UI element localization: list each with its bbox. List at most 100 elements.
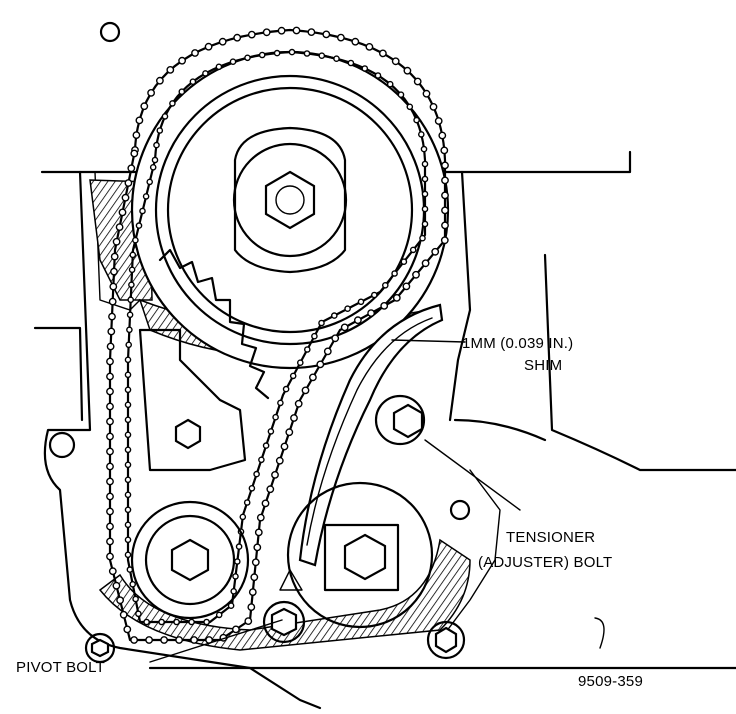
chain-link: [124, 431, 132, 439]
chain-link: [303, 50, 311, 57]
chain-link: [421, 259, 430, 268]
chain-link: [262, 28, 271, 37]
chain-link: [108, 297, 117, 306]
chain-link: [311, 332, 318, 340]
chain-link: [318, 52, 326, 60]
tensioner-label-line1: TENSIONER: [506, 529, 595, 546]
chain-link: [107, 327, 116, 336]
chain-link: [290, 414, 298, 422]
chain-link: [413, 77, 422, 86]
chain-link: [285, 428, 294, 437]
shim-label-line1: 1MM (0.039 IN.): [462, 335, 573, 352]
chain-link: [386, 80, 394, 88]
chain-link: [106, 447, 114, 456]
chain-link: [106, 342, 115, 351]
chain-link: [347, 59, 355, 67]
chain-link: [419, 234, 426, 242]
chain-link: [119, 610, 128, 619]
chain-link: [203, 618, 210, 626]
chain-link: [370, 291, 378, 299]
chain-link: [153, 141, 160, 149]
chain-link: [397, 91, 405, 98]
chain-link: [108, 312, 116, 321]
chain-link: [330, 312, 338, 319]
chain-link: [282, 385, 290, 393]
chain-link: [169, 100, 176, 107]
chain-link: [292, 26, 301, 35]
chain-link: [247, 603, 256, 611]
chain-link: [121, 193, 130, 202]
chain-link: [189, 78, 197, 85]
chain-link: [178, 88, 186, 95]
chain-link: [106, 372, 114, 381]
chain-link: [126, 326, 133, 334]
chain-link: [392, 293, 401, 302]
chain-link: [267, 428, 275, 435]
chain-link: [191, 49, 199, 57]
chain-link: [262, 442, 270, 449]
chain-link: [218, 37, 227, 46]
chain-link: [256, 513, 265, 522]
chain-link: [126, 311, 134, 319]
chain-link: [215, 611, 223, 619]
chain-link: [116, 596, 125, 605]
chain-link: [247, 30, 256, 39]
chain-link: [380, 301, 389, 310]
chain-link: [307, 28, 316, 36]
chain-link: [421, 190, 429, 198]
chain-link: [233, 33, 242, 42]
chain-link: [391, 270, 398, 277]
pivot-bolt-icon: [270, 607, 298, 637]
chain-link: [112, 237, 121, 246]
chain-link: [340, 323, 349, 332]
chain-link: [331, 334, 340, 343]
chain-link: [243, 499, 251, 506]
chain-link: [275, 456, 284, 465]
chain-link: [128, 281, 135, 289]
chain-link: [129, 581, 136, 588]
chain-link: [124, 371, 132, 379]
chain-link: [106, 432, 114, 441]
chain-link: [441, 206, 449, 215]
chain-link: [106, 387, 114, 396]
chain-link: [378, 49, 387, 58]
chain-link: [108, 567, 117, 576]
chain-link: [135, 116, 144, 125]
chain-link: [235, 543, 243, 550]
chain-link: [365, 43, 374, 51]
chain-link: [188, 618, 195, 626]
chain-link: [106, 552, 114, 561]
chain-link: [288, 48, 296, 56]
chain-link: [173, 618, 180, 626]
chain-link: [128, 266, 136, 274]
chain-link: [277, 26, 286, 35]
chain-link: [400, 258, 408, 266]
lower-bolts: [84, 620, 466, 664]
chain-link: [166, 66, 175, 74]
chain-link: [155, 76, 164, 85]
chain-link: [412, 270, 420, 279]
chain-link: [441, 191, 449, 200]
chain-link: [258, 456, 265, 464]
chain-link: [421, 220, 429, 228]
pivot-bolt: [262, 569, 306, 644]
bracket-bolt-icon: [174, 418, 202, 450]
tensioner-label-line2: (ADJUSTER) BOLT: [478, 554, 612, 571]
chain-link: [124, 476, 132, 484]
chain-link: [248, 588, 257, 596]
camshaft-sprocket: [130, 50, 450, 370]
chain-link: [124, 461, 132, 469]
chain-link: [406, 103, 414, 111]
chain-link: [233, 558, 241, 565]
chain-link: [124, 536, 132, 544]
chain-link: [124, 551, 132, 559]
chain-link: [161, 113, 169, 120]
chain-link: [239, 513, 247, 521]
chain-link: [215, 63, 223, 71]
chain-link: [431, 247, 440, 256]
chain-link: [149, 163, 157, 171]
chain-link: [204, 42, 213, 51]
chain-link: [441, 161, 449, 170]
chain-link: [127, 296, 134, 304]
chain-link: [143, 618, 150, 626]
